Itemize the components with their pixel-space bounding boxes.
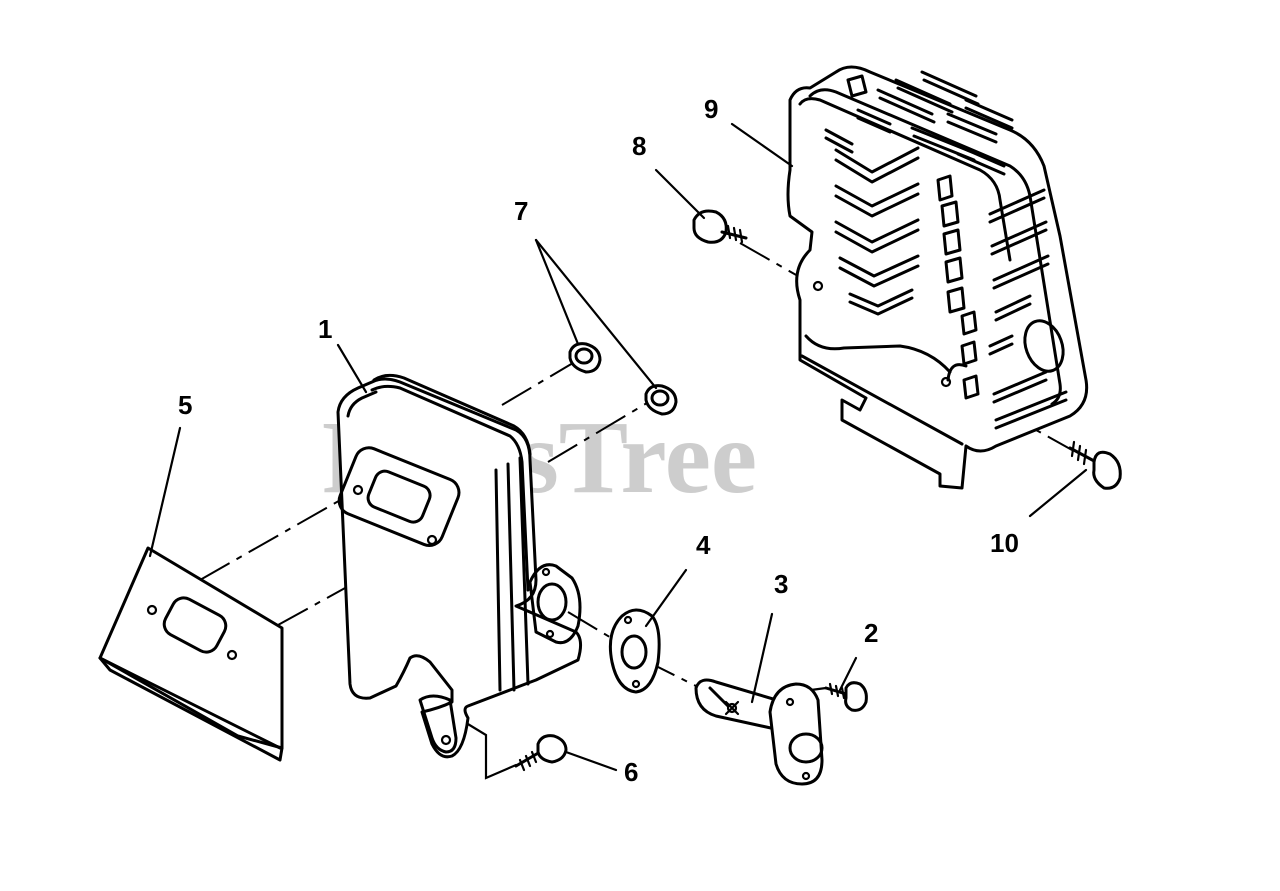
callout-3: 3 bbox=[774, 569, 788, 599]
callout-8: 8 bbox=[632, 131, 646, 161]
callout-4: 4 bbox=[696, 530, 711, 560]
part-4-exhaust-gasket[interactable] bbox=[608, 608, 661, 694]
part-7-nut-upper[interactable] bbox=[568, 342, 602, 374]
part-2-screw[interactable] bbox=[824, 681, 868, 712]
part-5-gasket-plate[interactable] bbox=[98, 546, 284, 762]
callout-10: 10 bbox=[990, 528, 1019, 558]
part-7-nut-lower[interactable] bbox=[644, 384, 678, 416]
callout-7: 7 bbox=[514, 196, 528, 226]
leader-lines bbox=[148, 122, 1088, 772]
callout-6: 6 bbox=[624, 757, 638, 787]
part-6-screw[interactable] bbox=[514, 734, 568, 772]
part-1-muffler[interactable] bbox=[335, 373, 583, 759]
part-9-muffler-guard[interactable] bbox=[786, 65, 1089, 490]
callout-9: 9 bbox=[704, 94, 718, 124]
part-8-screw[interactable] bbox=[692, 209, 748, 244]
callout-5: 5 bbox=[178, 390, 192, 420]
callout-2: 2 bbox=[864, 618, 878, 648]
callout-1: 1 bbox=[318, 314, 332, 344]
callout-numbers: 1 2 3 4 5 6 7 8 9 10 bbox=[178, 94, 1019, 787]
part-10-screw[interactable] bbox=[1068, 440, 1122, 490]
part-3-outlet-pipe[interactable] bbox=[694, 678, 824, 786]
